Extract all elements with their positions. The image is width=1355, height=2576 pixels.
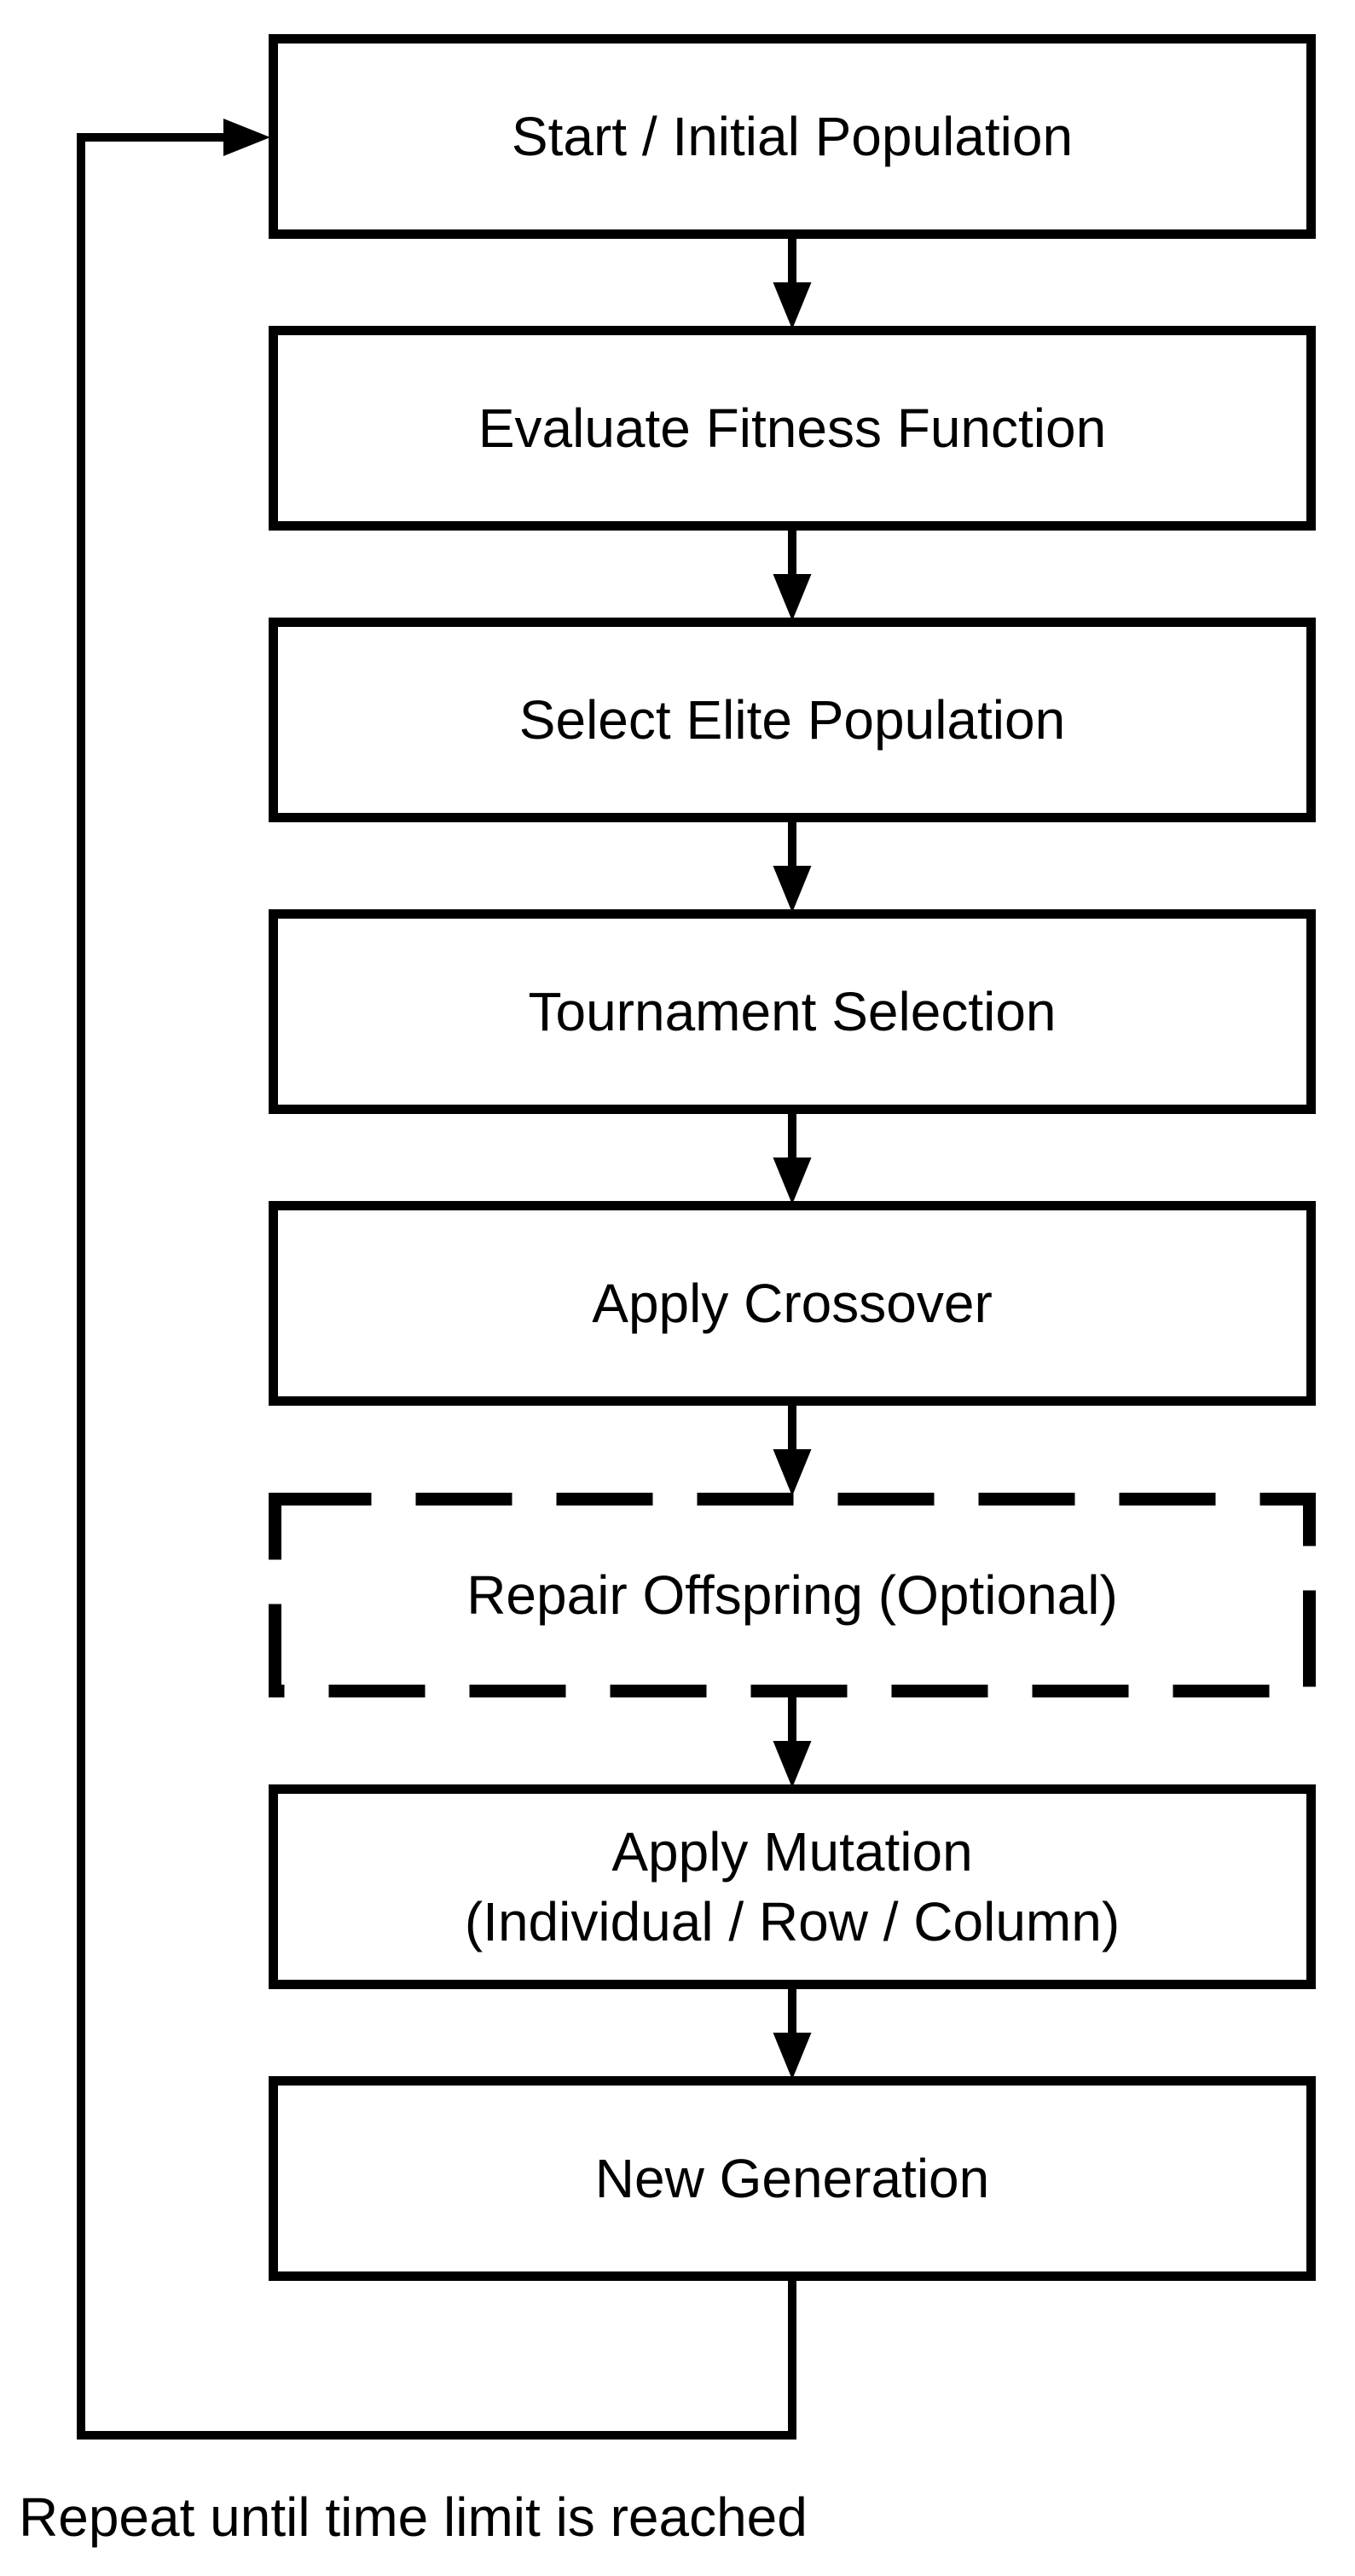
node-label: Select Elite Population (518, 689, 1066, 751)
arrowhead-down-icon (773, 282, 812, 329)
repair-offspring-dashed-border (269, 1493, 1316, 1697)
arrowhead-down-icon (773, 574, 812, 621)
node-apply-mutation: Apply Mutation (Individual / Row / Colum… (269, 1784, 1316, 1989)
node-label: Repair Offspring (Optional) (466, 1564, 1118, 1626)
loop-back-line (77, 133, 796, 2440)
node-repair-offspring: Repair Offspring (Optional) (269, 1493, 1316, 1697)
node-apply-crossover: Apply Crossover (269, 1201, 1316, 1406)
node-tournament-selection: Tournament Selection (269, 909, 1316, 1114)
node-evaluate-fitness: Evaluate Fitness Function (269, 326, 1316, 531)
arrowhead-right-icon (223, 119, 270, 156)
node-label: Apply Mutation (611, 1821, 973, 1883)
node-start: Start / Initial Population (269, 34, 1316, 239)
node-label-line2: (Individual / Row / Column) (464, 1891, 1120, 1952)
loop-caption: Repeat until time limit is reached (19, 2486, 808, 2548)
arrowhead-down-icon (773, 2033, 812, 2080)
node-label: New Generation (594, 2148, 990, 2209)
arrowhead-down-icon (773, 1449, 812, 1496)
arrowhead-down-icon (773, 1157, 812, 1204)
node-new-generation: New Generation (269, 2076, 1316, 2281)
node-label: Tournament Selection (528, 981, 1057, 1042)
arrowhead-down-icon (773, 866, 812, 913)
arrowhead-down-icon (773, 1741, 812, 1788)
node-label: Evaluate Fitness Function (478, 397, 1107, 459)
node-select-elite: Select Elite Population (269, 618, 1316, 822)
node-label: Apply Crossover (592, 1273, 993, 1334)
node-label: Start / Initial Population (511, 106, 1074, 167)
